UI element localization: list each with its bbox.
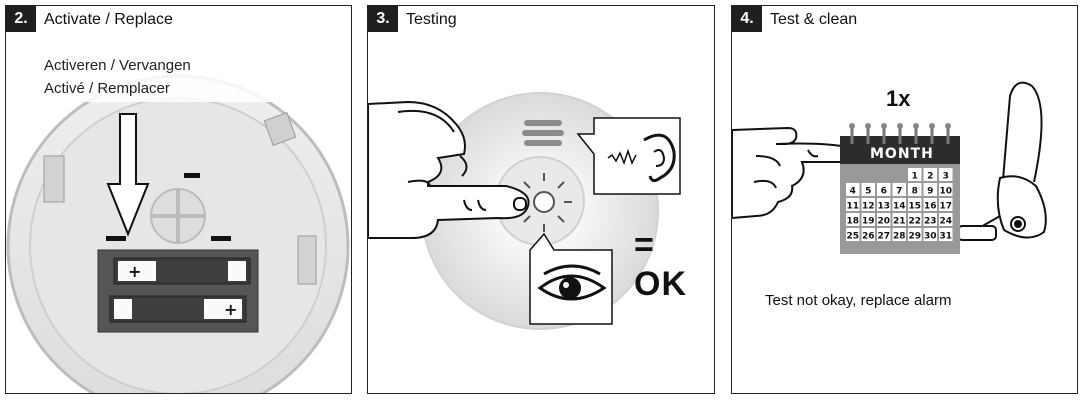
step-title: Activate / Replace — [44, 11, 173, 28]
hand-icon — [368, 100, 530, 239]
calendar-cell — [939, 183, 953, 196]
calendar-cell — [908, 198, 922, 211]
test-clean-illustration — [732, 81, 1047, 241]
battery-icon: + — [113, 257, 251, 285]
calendar-day: 24 — [939, 217, 952, 227]
calendar-day: 26 — [862, 232, 875, 242]
calendar-day: 17 — [939, 202, 952, 212]
calendar-cell — [877, 183, 891, 196]
calendar-day: 11 — [846, 202, 859, 212]
test-result-ok: = OK — [634, 226, 687, 303]
step-subtitle-dutch: Activeren / Vervangen — [44, 57, 191, 74]
calendar-cell — [877, 168, 891, 181]
step-title: Testing — [406, 11, 457, 28]
calendar-cell — [861, 168, 875, 181]
battery-icon: + — [109, 295, 247, 323]
calendar-day: 1 — [912, 172, 918, 182]
panel-testing: 3. Testing = OK — [367, 5, 715, 394]
calendar-cell — [908, 228, 922, 241]
step-number: 4. — [732, 6, 762, 32]
calendar-day: 6 — [881, 187, 887, 197]
calendar-day: 13 — [877, 202, 890, 212]
calendar-cell — [939, 213, 953, 226]
replace-note: Test not okay, replace alarm — [765, 292, 952, 309]
calendar-cell — [861, 228, 875, 241]
step-subtitle-french: Activé / Remplacer — [44, 80, 170, 97]
calendar-day: 8 — [912, 187, 918, 197]
calendar-cell — [892, 228, 906, 241]
step-number: 2. — [6, 6, 36, 32]
step-title: Test & clean — [770, 11, 858, 28]
calendar-cell — [923, 228, 937, 241]
calendar-header: MONTH — [870, 146, 934, 162]
calendar-cell — [846, 183, 860, 196]
calendar-day: 14 — [893, 202, 906, 212]
calendar-day: 23 — [924, 217, 937, 227]
calendar-cell — [939, 168, 953, 181]
test-frequency: 1x — [886, 86, 911, 111]
calendar-cell — [877, 198, 891, 211]
calendar-cell — [877, 228, 891, 241]
calendar-day: 20 — [877, 217, 890, 227]
calendar-cell — [846, 213, 860, 226]
calendar-day: 22 — [908, 217, 921, 227]
calendar-day: 3 — [943, 172, 949, 182]
calendar-cell — [939, 198, 953, 211]
calendar-day: 4 — [850, 187, 856, 197]
calendar-cell — [923, 213, 937, 226]
calendar-cell — [923, 183, 937, 196]
svg-text:+: + — [128, 262, 141, 281]
calendar-day: 31 — [939, 232, 952, 242]
ear-icon — [576, 117, 681, 195]
calendar-cell — [908, 213, 922, 226]
step-number: 3. — [368, 6, 398, 32]
calendar-day: 19 — [862, 217, 875, 227]
calendar-cell — [861, 183, 875, 196]
calendar-day: 25 — [846, 232, 859, 242]
testing-illustration — [368, 92, 681, 330]
vacuum-icon — [957, 81, 1047, 241]
calendar-cell — [892, 198, 906, 211]
calendar-cell — [861, 198, 875, 211]
arrow-down-icon — [106, 113, 150, 237]
calendar-cell — [892, 168, 906, 181]
calendar-cell — [846, 228, 860, 241]
calendar-cell — [877, 213, 891, 226]
calendar-day: 2 — [927, 172, 933, 182]
calendar-day: 28 — [893, 232, 906, 242]
calendar-cell — [939, 228, 953, 241]
calendar-cell — [861, 213, 875, 226]
calendar-cell — [846, 198, 860, 211]
calendar-cell — [923, 168, 937, 181]
svg-text:+: + — [224, 300, 237, 319]
calendar-day: 9 — [927, 187, 933, 197]
calendar-day: 15 — [908, 202, 921, 212]
calendar-day: 7 — [896, 187, 902, 197]
calendar-cell — [908, 183, 922, 196]
calendar-day: 16 — [924, 202, 937, 212]
calendar-cell — [892, 213, 906, 226]
calendar-day: 27 — [877, 232, 890, 242]
calendar-day: 5 — [865, 187, 871, 197]
smoke-alarm-back-illustration: + + — [6, 6, 351, 393]
calendar-day: 29 — [908, 232, 921, 242]
calendar-day: 18 — [846, 217, 859, 227]
panel-activate-replace: + + 2. Activate / Replace Activeren / Ve… — [5, 5, 352, 394]
calendar-cell — [892, 183, 906, 196]
calendar-cell — [908, 168, 922, 181]
calendar-day: 10 — [939, 187, 952, 197]
calendar-cell — [923, 198, 937, 211]
calendar-day: 21 — [893, 217, 906, 227]
calendar-cell — [846, 168, 860, 181]
eye-icon — [529, 232, 613, 325]
calendar-day: 30 — [924, 232, 937, 242]
calendar-day: 12 — [862, 202, 875, 212]
